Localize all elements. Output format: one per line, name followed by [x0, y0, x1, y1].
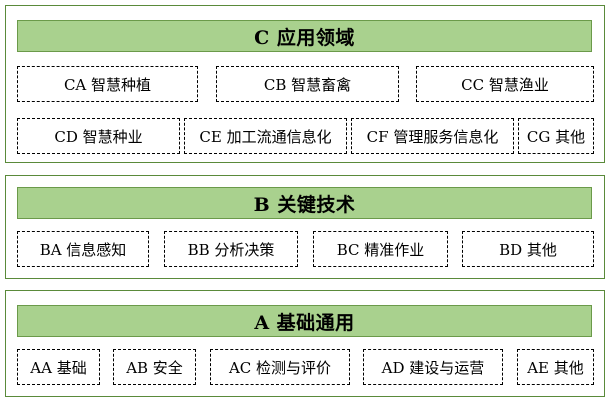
item-ca: CA 智慧种植 — [17, 66, 198, 102]
item-ae: AE 其他 — [517, 349, 594, 385]
item-bc: BC 精准作业 — [313, 231, 448, 267]
item-cb: CB 智慧畜禽 — [216, 66, 399, 102]
layer-b-title: B 关键技术 — [17, 187, 592, 219]
item-aa: AA 基础 — [17, 349, 100, 385]
item-ad: AD 建设与运营 — [363, 349, 503, 385]
layer-a-general-foundation: A 基础通用 AA 基础 AB 安全 AC 检测与评价 AD 建设与运营 AE … — [5, 290, 605, 397]
item-ac: AC 检测与评价 — [210, 349, 350, 385]
item-bb: BB 分析决策 — [164, 231, 298, 267]
layer-c-title: C 应用领域 — [17, 20, 592, 52]
layer-c-application-domains: C 应用领域 CA 智慧种植 CB 智慧畜禽 CC 智慧渔业 CD 智慧种业 C… — [5, 5, 605, 163]
item-ba: BA 信息感知 — [17, 231, 149, 267]
item-bd: BD 其他 — [462, 231, 594, 267]
item-cd: CD 智慧种业 — [17, 118, 180, 154]
item-cg: CG 其他 — [518, 118, 594, 154]
layer-a-title: A 基础通用 — [17, 305, 592, 337]
item-cc: CC 智慧渔业 — [416, 66, 594, 102]
item-cf: CF 管理服务信息化 — [351, 118, 514, 154]
layer-b-key-technologies: B 关键技术 BA 信息感知 BB 分析决策 BC 精准作业 BD 其他 — [5, 175, 605, 279]
item-ce: CE 加工流通信息化 — [184, 118, 347, 154]
item-ab: AB 安全 — [113, 349, 196, 385]
